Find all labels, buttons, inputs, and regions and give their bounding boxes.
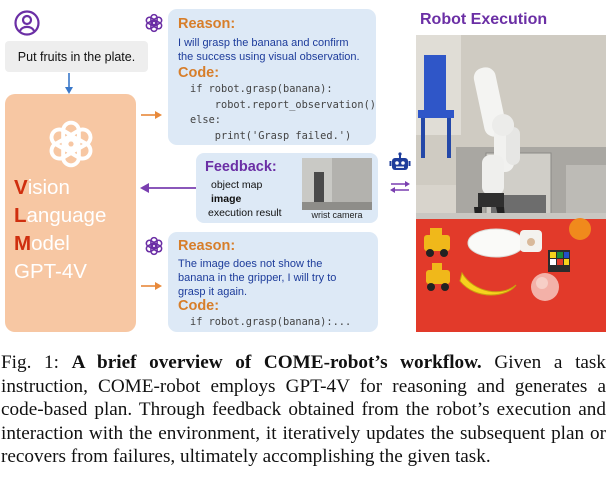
gpt-logo-icon [144, 236, 164, 256]
down-arrow [65, 73, 73, 94]
reason-text: I will grasp the banana and confirm the … [178, 37, 360, 63]
vlm-line-model: Model [14, 232, 70, 255]
exchange-arrows-icon [390, 181, 410, 193]
feedback-item: execution result [208, 207, 282, 219]
right-arrow [141, 282, 162, 290]
figure-caption: Fig. 1: A brief overview of COME-robot’s… [1, 351, 606, 469]
code-heading: Code: [178, 65, 220, 81]
feedback-heading: Feedback: [205, 159, 277, 175]
code-heading: Code: [178, 298, 220, 314]
instruction-text: Put fruits in the plate. [17, 49, 136, 64]
left-arrow [140, 183, 196, 193]
camera-caption: wrist camera [311, 210, 363, 220]
right-arrow [141, 111, 162, 119]
gpt-logo-icon [144, 13, 164, 33]
reason-heading: Reason: [178, 238, 236, 254]
reasoning-box: Reason: I will grasp the banana and conf… [168, 9, 376, 145]
reason-heading: Reason: [178, 16, 236, 32]
feedback-item: image [211, 193, 242, 205]
gpt-logo-icon [46, 120, 96, 168]
feedback-item: object map [211, 179, 263, 191]
user-icon [14, 10, 40, 36]
robot-icon [389, 152, 411, 170]
caption-title: A brief overview of COME-robot’s workflo… [71, 352, 482, 373]
robot-execution-photo [416, 35, 606, 332]
code-block: if robot.grasp(banana):... [190, 316, 352, 328]
vlm-line-gpt4v: GPT-4V [14, 260, 87, 283]
caption-prefix: Fig. 1: [1, 352, 72, 373]
reason-text: The image does not show the banana in th… [178, 258, 337, 298]
reasoning-box: Reason: The image does not show the bana… [168, 232, 378, 332]
vlm-line-language: Language [14, 204, 107, 227]
robot-execution-title: Robot Execution [420, 11, 548, 28]
code-block: if robot.grasp(banana): robot.report_obs… [190, 83, 376, 142]
instruction-box: Put fruits in the plate. [5, 41, 148, 72]
caption-body: Given a task instruction, COME-robot emp… [1, 352, 606, 468]
wrist-camera-image [302, 158, 372, 210]
vlm-line-vision: Vision [14, 176, 70, 199]
